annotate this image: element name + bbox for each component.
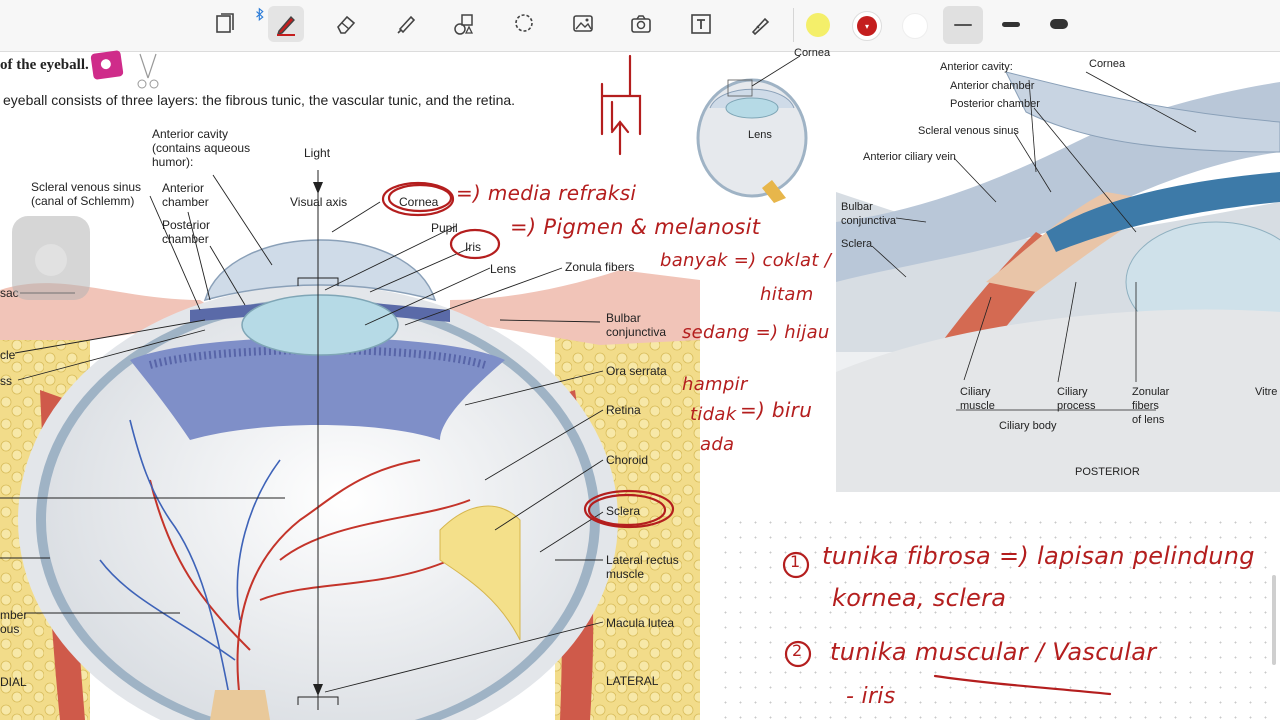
label-choroid: Choroid xyxy=(606,453,649,467)
textbox-icon[interactable] xyxy=(683,6,719,42)
detail-label-anterior-cavity: Anterior cavity: xyxy=(940,61,1013,73)
note-hampir: hampir xyxy=(682,374,748,395)
toolbar-divider xyxy=(793,8,794,42)
inset-label-lens: Lens xyxy=(748,129,772,141)
shapes-icon[interactable] xyxy=(446,6,482,42)
label-zonula-fibers: Zonula fibers xyxy=(565,260,635,274)
stroke-thick-button[interactable] xyxy=(1041,6,1077,42)
lasso-icon[interactable] xyxy=(506,6,542,42)
color-swatch-yellow[interactable] xyxy=(806,13,830,37)
label-light: Light xyxy=(304,146,331,160)
detail-label-cornea: Cornea xyxy=(1089,58,1126,70)
label-iris: Iris xyxy=(465,240,481,254)
label-ss: ss xyxy=(0,374,12,388)
label-mber: mber ous xyxy=(0,608,28,636)
note-item-1-sub: kornea, sclera xyxy=(832,584,1007,612)
detail-label-anterior-chamber: Anterior chamber xyxy=(950,80,1035,92)
laser-pointer-icon[interactable] xyxy=(742,6,778,42)
label-anterior-chamber: Anterior chamber xyxy=(162,181,209,209)
label-posterior-chamber: Posterior chamber xyxy=(162,218,211,246)
pen-icon[interactable] xyxy=(268,6,304,42)
eraser-icon[interactable] xyxy=(328,6,364,42)
note-iris: =) Pigmen & melanosit xyxy=(510,215,761,239)
label-sclera: Sclera xyxy=(606,504,641,518)
label-lateral-rectus: Lateral rectus muscle xyxy=(606,553,679,581)
label-retina: Retina xyxy=(606,403,641,417)
label-anterior-cavity: Anterior cavity (contains aqueous humor)… xyxy=(152,127,251,169)
detail-label-vitreous: Vitre xyxy=(1255,386,1278,398)
camera-icon[interactable] xyxy=(623,6,659,42)
inset-label-cornea: Cornea xyxy=(794,47,831,59)
detail-label-anterior-ciliary-vein: Anterior ciliary vein xyxy=(863,151,956,163)
note-ada: ada xyxy=(700,434,735,455)
label-scleral-venous-sinus: Scleral venous sinus (canal of Schlemm) xyxy=(31,180,142,208)
label-macula-lutea: Macula lutea xyxy=(606,616,675,630)
image-icon[interactable] xyxy=(565,6,601,42)
note-item-2-sub: - iris xyxy=(846,684,896,709)
note-tidak: tidak xyxy=(690,404,737,425)
page-scrollbar[interactable] xyxy=(1272,575,1276,665)
note-banyak: banyak =) coklat / xyxy=(660,250,832,271)
scissors-icon xyxy=(137,53,159,89)
label-pupil: Pupil xyxy=(431,221,458,235)
color-swatch-white[interactable] xyxy=(902,13,928,39)
eyeball-diagram xyxy=(0,170,700,720)
note-sedang: sedang =) hijau xyxy=(682,322,830,343)
label-visual-axis: Visual axis xyxy=(290,195,348,209)
detail-label-zonular-fibers: Zonular fibers of lens xyxy=(1132,386,1170,426)
annotation-toolbar: ▾ xyxy=(0,0,1280,52)
ciliary-detail-diagram xyxy=(836,71,1280,492)
color-swatch-red-selected[interactable]: ▾ xyxy=(852,11,882,41)
figure-title: of the eyeball. xyxy=(0,57,89,73)
highlighter-icon[interactable] xyxy=(388,6,424,42)
dot-grid-area xyxy=(718,515,1278,720)
detail-label-posterior: POSTERIOR xyxy=(1075,466,1140,478)
note-cornea: =) media refraksi xyxy=(456,181,637,205)
label-lateral: LATERAL xyxy=(606,674,659,688)
detail-label-bulbar-conjunctiva: Bulbar conjunctiva xyxy=(841,201,897,227)
detail-label-ciliary-body: Ciliary body xyxy=(999,420,1057,432)
note-hitam: hitam xyxy=(760,284,814,305)
label-cle: cle xyxy=(0,348,16,362)
detail-label-ciliary-muscle: Ciliary muscle xyxy=(960,386,995,412)
note-item-1: tunika fibrosa =) lapisan pelindung xyxy=(822,542,1255,570)
inset-eye-diagram xyxy=(696,55,808,203)
bluetooth-icon xyxy=(250,6,270,42)
stroke-medium-button[interactable] xyxy=(993,6,1029,42)
label-cornea: Cornea xyxy=(399,195,439,209)
label-lens: Lens xyxy=(490,262,517,276)
stroke-thin-button[interactable] xyxy=(943,6,983,44)
detail-label-scleral-venous-sinus: Scleral venous sinus xyxy=(918,125,1019,137)
page-icon[interactable] xyxy=(207,6,243,42)
list-number-1: 1 xyxy=(790,552,801,571)
detail-label-ciliary-process: Ciliary process xyxy=(1057,386,1096,412)
chevron-down-icon: ▾ xyxy=(857,16,877,36)
list-number-2: 2 xyxy=(792,641,803,660)
assistive-touch-button[interactable] xyxy=(12,216,90,300)
label-dial: DIAL xyxy=(0,675,27,689)
note-item-2: tunika muscular / Vascular xyxy=(830,638,1157,666)
figure-caption: eyeball consists of three layers: the fi… xyxy=(3,92,516,108)
label-bulbar-conjunctiva: Bulbar conjunctiva xyxy=(606,311,667,339)
detail-label-posterior-chamber: Posterior chamber xyxy=(950,98,1040,110)
detail-label-sclera: Sclera xyxy=(841,238,873,250)
note-biru: =) biru xyxy=(740,398,813,422)
label-ora-serrata: Ora serrata xyxy=(606,364,667,378)
